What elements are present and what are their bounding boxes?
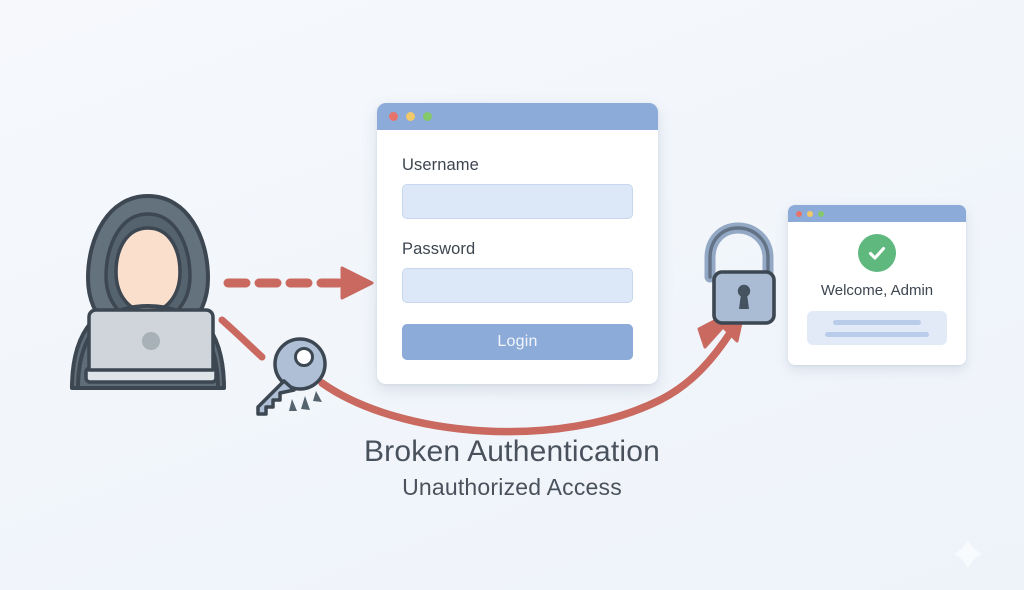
login-window: Username Password Login <box>377 103 658 384</box>
check-circle-icon <box>858 234 896 272</box>
close-dot[interactable] <box>796 210 802 217</box>
login-window-titlebar <box>377 103 658 130</box>
admin-panel-window: Welcome, Admin <box>788 205 966 365</box>
username-label: Username <box>402 156 479 174</box>
unlocked-padlock <box>704 222 776 325</box>
minimize-dot[interactable] <box>406 112 415 121</box>
login-form: Username Password Login <box>377 130 658 360</box>
maximize-dot[interactable] <box>423 112 432 121</box>
hooded-attacker <box>70 194 226 390</box>
check-glyph <box>868 246 886 260</box>
caption-title: Broken Authentication <box>363 435 661 468</box>
password-label: Password <box>402 240 476 258</box>
welcome-message: Welcome, Admin <box>820 282 934 299</box>
placeholder-line <box>833 319 921 325</box>
corner-watermark <box>954 540 982 568</box>
caption-subtitle: Unauthorized Access <box>402 473 622 500</box>
close-dot[interactable] <box>389 112 398 121</box>
stolen-credentials-key <box>256 337 327 416</box>
username-input[interactable] <box>402 184 633 219</box>
admin-panel-content: Welcome, Admin <box>788 222 966 345</box>
maximize-dot[interactable] <box>818 210 824 217</box>
login-button[interactable]: Login <box>402 324 633 360</box>
placeholder-line <box>825 331 929 337</box>
caption: Broken Authentication Unauthorized Acces… <box>0 434 1024 501</box>
minimize-dot[interactable] <box>807 210 813 217</box>
admin-window-titlebar <box>788 205 966 222</box>
admin-content-card <box>807 311 947 345</box>
password-input[interactable] <box>402 268 633 303</box>
attack-attempt-arrow <box>223 266 374 300</box>
